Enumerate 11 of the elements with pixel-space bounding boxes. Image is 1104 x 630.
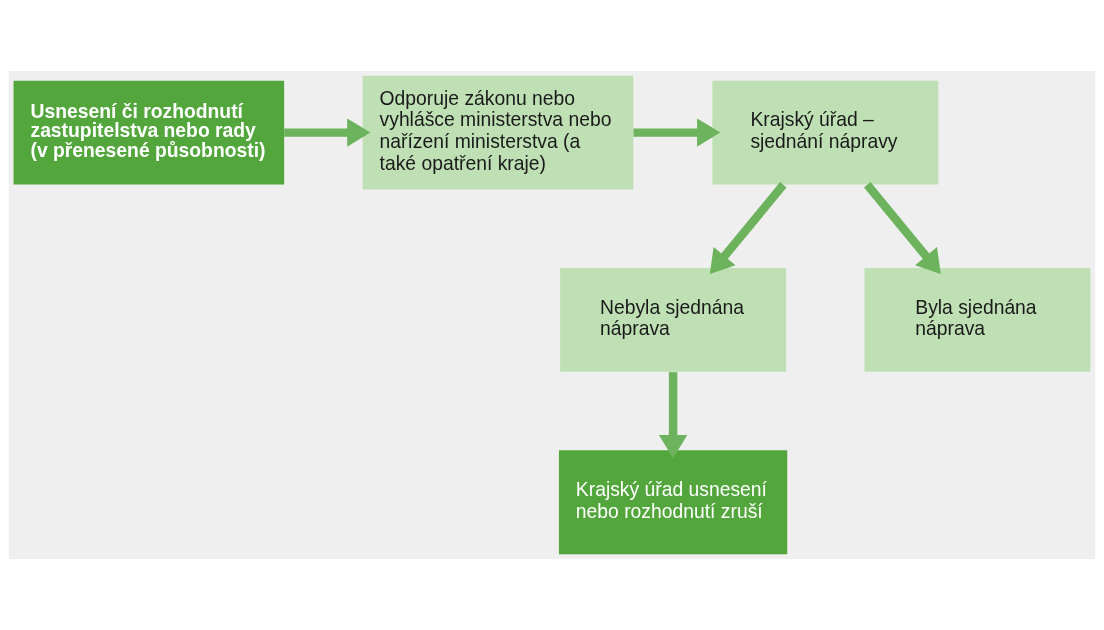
arrow: [633, 118, 721, 147]
node-box: Usnesení či rozhodnutí zastupitelstva nebo rady (v přenesené působnosti): [13, 80, 285, 185]
arrow: [284, 118, 371, 147]
node-box: Krajský úřad usnesení nebo rozhodnutí zruší: [558, 450, 788, 555]
arrow: [658, 372, 688, 459]
node-box: Nebyla sjednána náprava: [560, 267, 787, 372]
node-box: Byla sjednána náprava: [864, 267, 1091, 372]
node-box: Odporuje zákonu nebo vyhlášce ministerstva nebo nařízení ministerstva (a také opatření kraje): [362, 75, 634, 190]
node-box: Krajský úřad – sjednání nápravy: [712, 80, 939, 185]
arrow: [709, 182, 787, 275]
arrow: [864, 182, 941, 275]
